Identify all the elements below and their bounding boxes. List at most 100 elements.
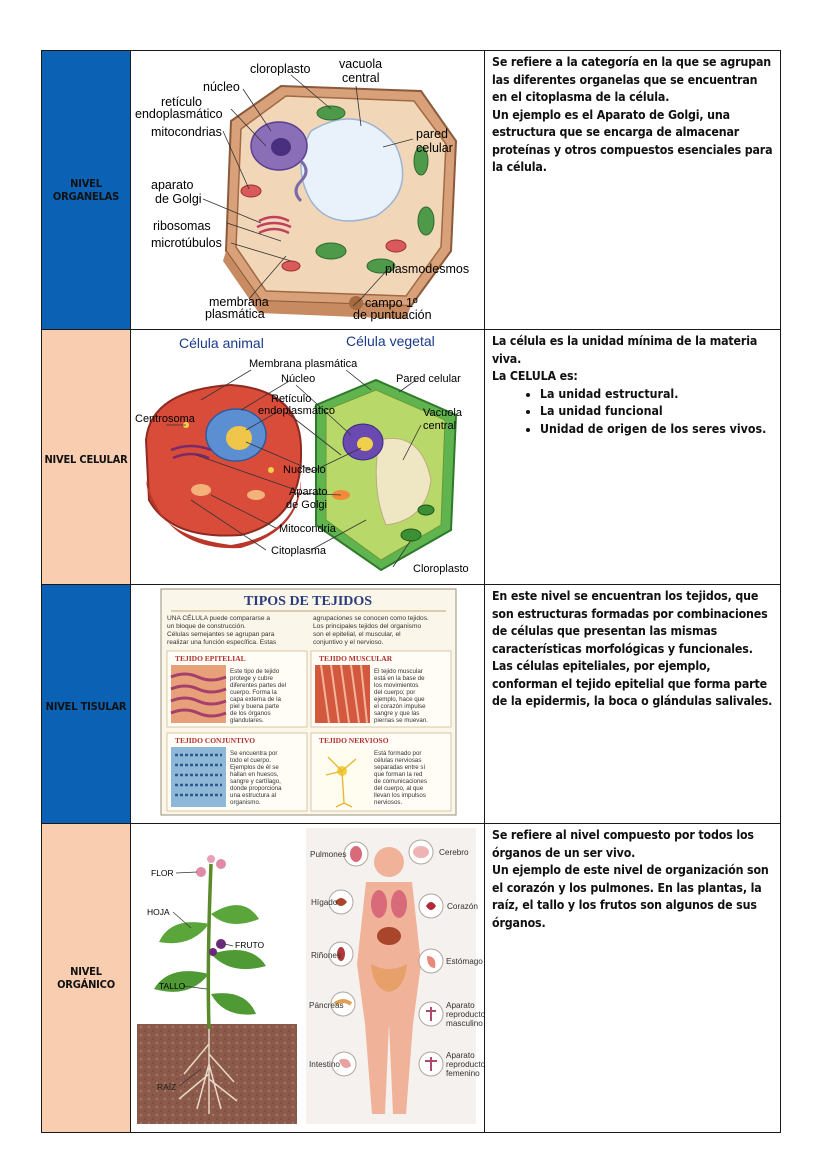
- tissue-line: del cuerpo; por: [374, 689, 415, 696]
- image-cell-organelas: cloroplasto vacuola central núcleo retíc…: [130, 50, 485, 330]
- label-cloroplasto: Cloroplasto: [413, 563, 469, 575]
- tejido-conjuntivo-title: TEJIDO CONJUNTIVO: [175, 736, 255, 745]
- label-pared-celular: Pared celular: [396, 373, 461, 385]
- label-aparato: aparato: [151, 178, 193, 192]
- tissue-line: llevan los impulsos: [374, 792, 426, 799]
- tissue-line: glandulares.: [230, 717, 264, 724]
- label-reproductor-fem: reproductor: [446, 1060, 484, 1069]
- description-text: La CELULA es:: [492, 369, 578, 383]
- description-text: Se refiere a la categoría en la que se a…: [492, 55, 772, 104]
- label-central: central: [342, 71, 380, 85]
- tejido-epitelial-title: TEJIDO EPITELIAL: [175, 654, 246, 663]
- label-cloroplasto: cloroplasto: [250, 62, 310, 76]
- tissue-line: El tejido muscular: [374, 668, 423, 675]
- tissue-line: organismo.: [230, 799, 261, 806]
- tissue-line: nerviosos.: [374, 799, 402, 806]
- label-reproductor-masc: reproductor: [446, 1010, 484, 1019]
- tissue-line: del cuerpo, al que: [374, 785, 424, 792]
- description-text: La célula es la unidad mínima de la mate…: [492, 334, 758, 366]
- label-corazon: Corazón: [447, 902, 478, 911]
- label-tallo: TALLO: [159, 981, 186, 991]
- label-mitocondrias: mitocondrias: [151, 125, 222, 139]
- label-raiz: RAÍZ: [157, 1082, 176, 1092]
- tissue-line: de comunicaciones: [374, 778, 427, 785]
- label-puntuacion: de puntuación: [353, 308, 432, 322]
- label-campo: campo 1º: [365, 296, 418, 310]
- label-plasmodesmos: plasmodesmos: [385, 262, 469, 276]
- label-nucleo: Núcleo: [281, 373, 315, 385]
- image-cell-tisular: TIPOS DE TEJIDOS UNA CÉLULA puede compar…: [130, 584, 485, 824]
- label-masculino: masculino: [446, 1019, 483, 1028]
- label-estomago: Estómago: [446, 957, 483, 966]
- label-fruto: FRUTO: [235, 940, 265, 950]
- tissue-line: donde proporciona: [230, 785, 282, 792]
- poster-title: TIPOS DE TEJIDOS: [244, 594, 372, 609]
- animal-plant-cell-diagram: Célula animal Célula vegetal Membrana pl…: [135, 333, 469, 575]
- label-ribosomas: ribosomas: [153, 219, 211, 233]
- desc-cell-tisular: En este nivel se encuentran los tejidos,…: [484, 584, 781, 824]
- label-reticulo: retículo: [161, 95, 202, 109]
- label-citoplasma: Citoplasma: [271, 545, 327, 557]
- label-pancreas: Páncreas: [309, 1001, 344, 1010]
- label-cell-tisular: NIVEL TISULAR: [41, 584, 131, 824]
- tissue-line: Se encuentra por: [230, 750, 277, 757]
- description-text: Las células epiteliales, por ejemplo, co…: [492, 659, 773, 708]
- description-text: En este nivel se encuentran los tejidos,…: [492, 589, 768, 656]
- cell-properties-list: La unidad estructural. La unidad funcion…: [492, 386, 774, 439]
- intro-line: realizar una función específica. Estas: [167, 639, 277, 646]
- tissue-line: Este tipo de tejido: [230, 668, 280, 675]
- desc-cell-organico: Se refiere al nivel compuesto por todos …: [484, 823, 781, 1133]
- image-cell-organico: FLOR HOJA FRUTO TALLO RAÍZ: [130, 823, 488, 1133]
- label-nucleo: núcleo: [203, 80, 240, 94]
- label-central: central: [423, 420, 456, 432]
- label-vacuola: vacuola: [339, 57, 382, 71]
- label-cerebro: Cerebro: [439, 848, 469, 857]
- list-item: Unidad de origen de los seres vivos.: [540, 421, 774, 439]
- label-celular: celular: [416, 141, 453, 155]
- label-pulmones: Pulmones: [310, 850, 346, 859]
- tissue-types-poster: TIPOS DE TEJIDOS UNA CÉLULA puede compar…: [160, 588, 457, 816]
- label-line: ORGÁNICO: [57, 977, 115, 991]
- label-aparato: Aparato: [289, 486, 328, 498]
- tissue-line: células nerviosas: [374, 757, 421, 764]
- tissue-line: separadas entre sí: [374, 764, 426, 771]
- tejido-nervioso-title: TEJIDO NERVIOSO: [319, 736, 389, 745]
- intro-line: conjuntivo y el nervioso.: [313, 639, 384, 646]
- intro-line: Los principales tejidos del organismo: [313, 623, 421, 630]
- tissue-line: está en la base de: [374, 675, 425, 682]
- label-femenino: femenino: [446, 1069, 480, 1078]
- desc-cell-organelas: Se refiere a la categoría en la que se a…: [484, 50, 781, 330]
- tissue-line: una estructura al: [230, 792, 276, 799]
- label-intestino: Intestino: [309, 1060, 340, 1069]
- tissue-line: cuerpo. Forma la: [230, 689, 277, 696]
- tissue-line: sangre y que las: [374, 710, 419, 717]
- tissue-line: protege y cubre: [230, 675, 274, 682]
- label-golgi: de Golgi: [286, 499, 327, 511]
- intro-line: UNA CÉLULA puede compararse a: [167, 613, 270, 622]
- label-plasmatica: plasmática: [205, 307, 265, 321]
- label-pared: pared: [416, 127, 448, 141]
- tissue-line: que forman la red: [374, 771, 423, 778]
- tissue-line: ejemplo, hace que: [374, 696, 425, 703]
- plant-and-human-organs: FLOR HOJA FRUTO TALLO RAÍZ: [137, 828, 488, 1124]
- label-line: NIVEL: [70, 176, 102, 190]
- intro-line: son el epitelial, el muscular, el: [313, 631, 401, 638]
- image-cell-celular: Célula animal Célula vegetal Membrana pl…: [130, 329, 485, 585]
- label-cell-celular: NIVEL CELULAR: [41, 329, 131, 585]
- tissue-line: piernas se muevan.: [374, 717, 428, 724]
- label-microtubulos: microtúbulos: [151, 236, 222, 250]
- label-celula-vegetal: Célula vegetal: [346, 333, 435, 349]
- row-celular: NIVEL CELULAR: [41, 329, 781, 585]
- tissue-line: capa externa de la: [230, 696, 281, 703]
- tejido-muscular-title: TEJIDO MUSCULAR: [319, 654, 393, 663]
- label-membrana: membrana: [209, 295, 269, 309]
- label-reticulo: Retículo: [271, 393, 311, 405]
- label-centrosoma: Centrosoma: [135, 413, 196, 425]
- label-rinones: Riñones: [311, 951, 341, 960]
- row-label: NIVEL TISULAR: [45, 699, 127, 713]
